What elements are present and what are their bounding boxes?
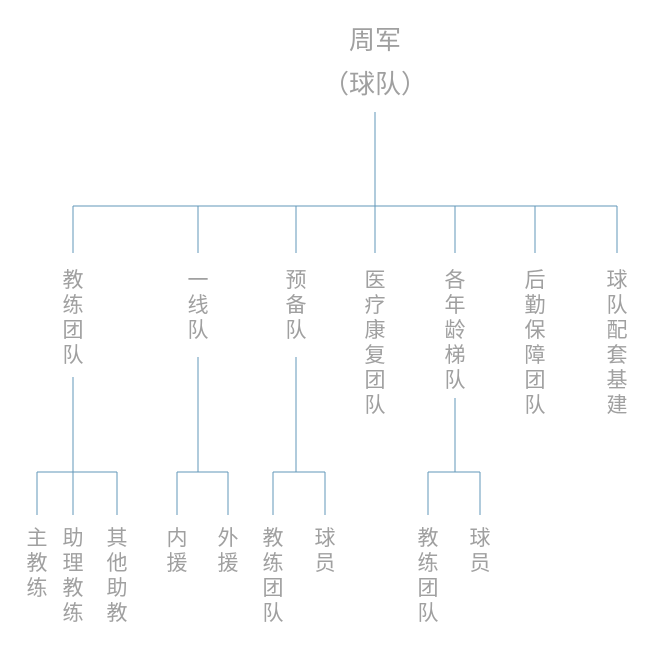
node-head-coach[interactable]: 主教练 xyxy=(26,527,48,600)
node-domestic-signings[interactable]: 内援 xyxy=(166,527,188,575)
node-reserve-team[interactable]: 预备队 xyxy=(285,269,307,342)
node-root-subtitle: （球队） xyxy=(322,69,428,99)
node-logistics-team[interactable]: 后勤保障团队 xyxy=(524,269,546,417)
node-echelon-players[interactable]: 球员 xyxy=(469,527,491,575)
node-echelon-coach-team[interactable]: 教练团队 xyxy=(417,527,439,625)
node-first-team[interactable]: 一线队 xyxy=(187,269,209,342)
node-age-echelon-teams[interactable]: 各年龄梯队 xyxy=(444,269,466,392)
node-other-assistants[interactable]: 其他助教 xyxy=(106,527,128,625)
node-assistant-coach[interactable]: 助理教练 xyxy=(62,527,84,625)
node-reserve-coach-team[interactable]: 教练团队 xyxy=(262,527,284,625)
node-foreign-signings[interactable]: 外援 xyxy=(217,527,239,575)
node-coach-team[interactable]: 教练团队 xyxy=(62,269,84,367)
node-reserve-players[interactable]: 球员 xyxy=(314,527,336,575)
node-root-title: 周军 xyxy=(348,25,402,55)
node-medical-rehab-team[interactable]: 医疗康复团队 xyxy=(364,269,386,417)
node-infrastructure[interactable]: 球队配套基建 xyxy=(606,269,628,417)
node-root[interactable]: 周军 （球队） xyxy=(323,18,427,106)
